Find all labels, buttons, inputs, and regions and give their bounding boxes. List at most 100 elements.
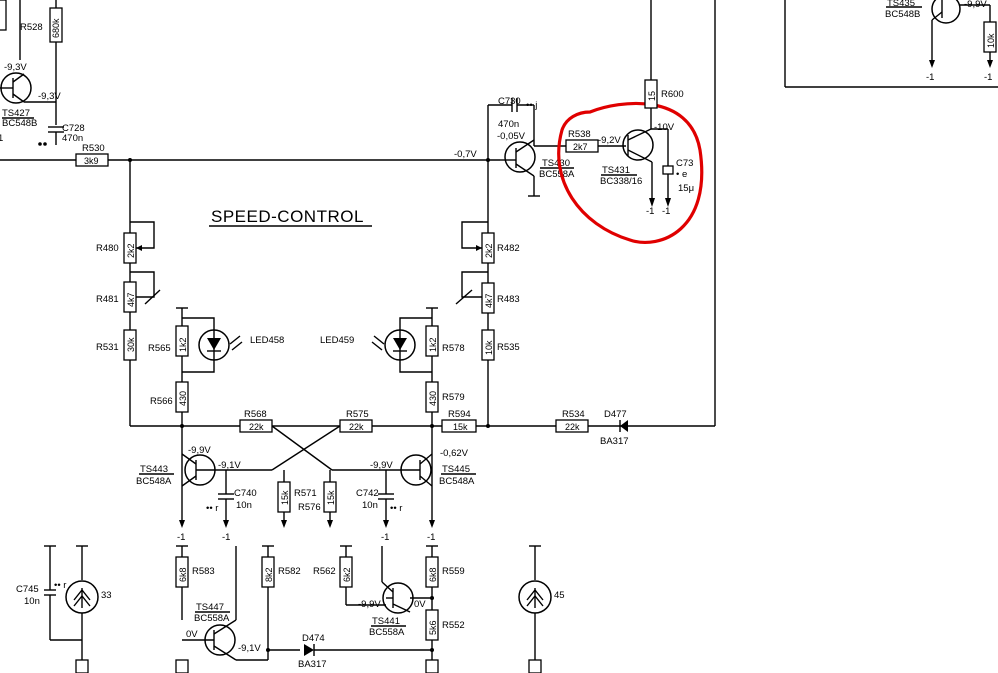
v-91a: -9,1V	[218, 460, 241, 471]
r530-label: R530	[82, 143, 105, 154]
r565-value: 1k2	[178, 337, 188, 352]
minus1-h: -1	[984, 72, 992, 83]
r530-body	[75, 153, 109, 167]
v-92: -9,2V	[598, 135, 621, 146]
v-91b: -9,1V	[238, 643, 261, 654]
r578-body	[425, 325, 439, 357]
r538-label: R538	[568, 129, 591, 140]
r579-label: R579	[442, 392, 465, 403]
ts430-type: BC558A	[539, 169, 575, 180]
c742-value: 10n	[362, 500, 378, 511]
r482-label: R482	[497, 243, 520, 254]
minus1-a: -1	[646, 206, 654, 217]
page-title: SPEED-CONTROL	[211, 207, 364, 226]
led459-label: LED459	[320, 335, 354, 346]
r576-body	[323, 481, 337, 513]
led458-symbol	[198, 329, 230, 361]
c730-value: 470n	[498, 119, 519, 130]
r562-value: 6k2	[342, 567, 352, 582]
r480-value: 2k2	[126, 243, 136, 258]
ts445-label: TS445	[442, 464, 470, 475]
r552-label: R552	[442, 620, 465, 631]
r559-value: 6k8	[428, 567, 438, 582]
tp45-label: 45	[554, 590, 565, 601]
r538-body	[565, 139, 599, 153]
ts441-label: TS441	[372, 616, 400, 627]
c742-label: C742	[356, 488, 379, 499]
r534-value: 22k	[565, 422, 580, 432]
r552-body	[425, 609, 439, 641]
r576-value: 15k	[326, 490, 336, 505]
r530-value: 3k9	[84, 156, 99, 166]
r535-label: R535	[497, 342, 520, 353]
v-99a: -9,9V	[188, 445, 211, 456]
r568-value: 22k	[249, 422, 264, 432]
r480-label: R480	[96, 243, 119, 254]
r528-value: 680k	[51, 18, 61, 38]
ts447-label: TS447	[196, 602, 224, 613]
c730-mark: •• j	[526, 100, 537, 111]
r534-label: R534	[562, 409, 585, 420]
led458-section: 1k2 R565 LED458 430 R566	[148, 307, 284, 426]
v-005: -0,05V	[497, 131, 526, 142]
d477-label: D477	[604, 409, 627, 420]
ts427-type: BC548B	[2, 118, 37, 129]
ts427-section: 680k R528 -9,3V -9,3V TS427 BC548B C728 …	[0, 0, 130, 167]
tp45: 45	[518, 545, 565, 673]
r483-body	[481, 282, 495, 314]
ts431-symbol	[622, 129, 654, 161]
v-99tr: -9,9V	[964, 0, 987, 10]
v-99b: -9,9V	[370, 460, 393, 471]
c745-label: C745	[16, 584, 39, 595]
v-93b: -9,3V	[38, 91, 61, 102]
r481-value: 4k7	[126, 292, 136, 307]
r571-body	[277, 481, 291, 513]
r568-label: R568	[244, 409, 267, 420]
r-tr-body	[983, 21, 997, 53]
ts430-symbol	[504, 141, 536, 173]
ts435-type: BC548B	[885, 9, 920, 20]
r559-label: R559	[442, 566, 465, 577]
r583-value: 6k8	[178, 567, 188, 582]
ts443-type: BC548A	[136, 476, 172, 487]
v-062: -0,62V	[440, 448, 469, 459]
r600-section: 15 R600	[644, 0, 684, 109]
highlight-circle	[557, 101, 704, 244]
r571-r576: 15k R571 15k R576	[277, 470, 337, 528]
r534-body	[555, 419, 589, 433]
c740-label: C740	[234, 488, 257, 499]
r594-label: R594	[448, 409, 471, 420]
r575-label: R575	[346, 409, 369, 420]
r528-label: R528	[20, 22, 43, 33]
c728-label: C728	[62, 123, 85, 134]
svg-text:1: 1	[0, 133, 3, 144]
ts443-section: -9,9V -9,1V TS443 BC548A -1 -1 C740 10n …	[136, 426, 272, 543]
r562-label: R562	[313, 566, 336, 577]
v-10: -10V	[654, 122, 675, 133]
r583-body	[175, 556, 189, 588]
right-resistor-column: 2k2 R482 4k7 R483 10k R535	[455, 160, 520, 426]
led459-section: 1k2 R578 LED459 430 R579	[320, 307, 465, 426]
minus1-f: -1	[381, 532, 389, 543]
c730-label: C730	[498, 96, 521, 107]
r565-label: R565	[148, 343, 171, 354]
ts431-type: BC338/16	[600, 176, 642, 187]
r566-body	[175, 381, 189, 413]
r575-value: 22k	[349, 422, 364, 432]
r600-label: R600	[661, 89, 684, 100]
d477-type: BA317	[600, 436, 629, 447]
r571-label: R571	[294, 488, 317, 499]
ts445-section: -0,62V -9,9V TS445 BC548A -1 -1 C742 10n…	[332, 426, 476, 543]
c728-value: 470n	[62, 133, 83, 144]
r531-body	[123, 329, 137, 361]
d474-type: BA317	[298, 659, 327, 670]
r559-body	[425, 556, 439, 588]
tp33-label: 33	[101, 590, 112, 601]
c73-body	[662, 165, 674, 175]
lower-section: 6k8 R583 0V -9,1V TS447 BC558A 8k2 R582 …	[175, 545, 465, 673]
d474-label: D474	[302, 633, 325, 644]
led459-symbol	[384, 329, 416, 361]
minus1-g: -1	[926, 72, 934, 83]
ts431-label: TS431	[602, 165, 630, 176]
